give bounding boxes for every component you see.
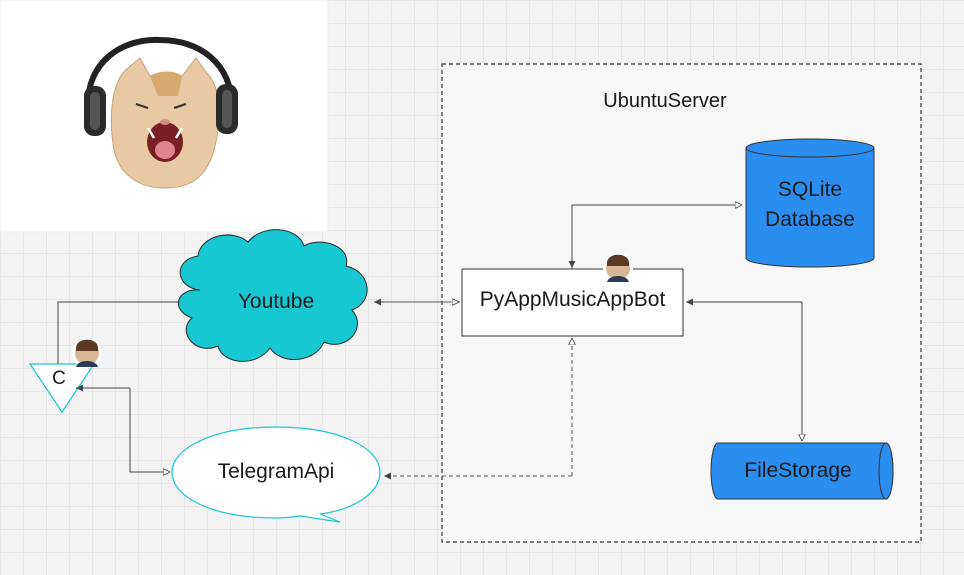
database-node[interactable] (745, 138, 875, 268)
filestorage-node[interactable] (710, 442, 894, 500)
client-label: C (52, 368, 66, 389)
cat-with-headphones-image (84, 36, 238, 189)
bot-node[interactable] (461, 268, 684, 337)
user-avatar-icon (72, 338, 102, 368)
database-label-line1: SQLite (777, 178, 843, 201)
database-label-line2: Database (765, 208, 855, 231)
telegram-node[interactable] (171, 426, 381, 523)
youtube-client-connector[interactable] (57, 301, 180, 364)
telegram-label: TelegramApi (217, 460, 335, 483)
client-telegram-connector[interactable] (129, 388, 170, 472)
ubuntu-server-label: UbuntuServer (603, 90, 727, 112)
user-avatar-icon (603, 253, 633, 283)
youtube-node[interactable] (177, 229, 368, 362)
filestorage-label: FileStorage (744, 459, 852, 482)
bot-label: PyAppMusicAppBot (479, 288, 666, 311)
youtube-label: Youtube (237, 290, 315, 313)
